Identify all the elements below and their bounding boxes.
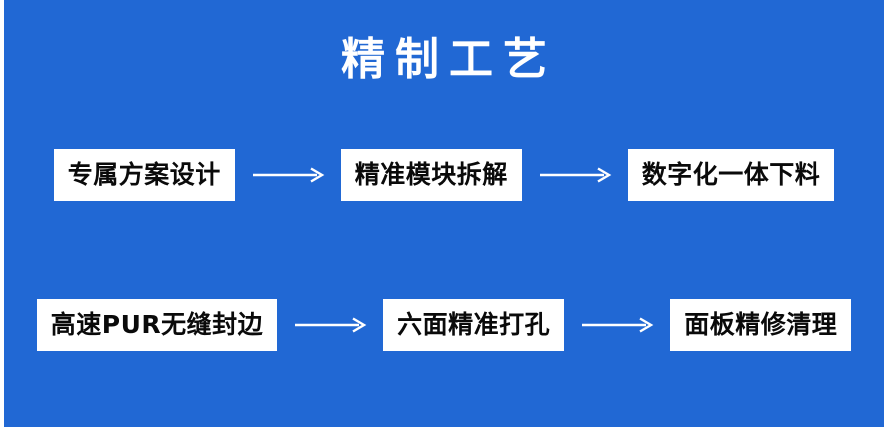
spacer	[654, 325, 670, 326]
spacer	[367, 325, 383, 326]
spacer	[564, 325, 580, 326]
process-step-box-1-1[interactable]: 专属方案设计	[53, 149, 235, 201]
process-step-label: 面板精修清理	[684, 310, 838, 339]
process-step-box-1-3[interactable]: 数字化一体下料	[627, 149, 835, 201]
process-step-label: 精准模块拆解	[354, 160, 508, 189]
arrow-right-icon	[295, 317, 367, 333]
process-row-1: 专属方案设计 精准模块拆解 数字化一体下料	[4, 149, 884, 201]
process-step-label: 专属方案设计	[67, 160, 221, 189]
arrow-right-icon	[539, 167, 612, 183]
arrow-right-icon	[582, 317, 654, 333]
process-step-label: 数字化一体下料	[641, 160, 821, 189]
spacer	[612, 175, 628, 176]
poster-canvas: 精制工艺 专属方案设计 精准模块拆解 数字化一体下料	[4, 0, 884, 427]
process-step-box-2-2[interactable]: 六面精准打孔	[383, 299, 565, 351]
process-step-box-1-2[interactable]: 精准模块拆解	[340, 149, 522, 201]
process-step-box-2-1[interactable]: 高速PUR无缝封边	[36, 299, 278, 351]
process-step-label: 六面精准打孔	[397, 310, 551, 339]
process-row-2: 高速PUR无缝封边 六面精准打孔 面板精修清理	[4, 299, 884, 351]
spacer	[235, 175, 251, 176]
page-title: 精制工艺	[341, 34, 557, 85]
spacer	[277, 325, 293, 326]
spacer	[325, 175, 341, 176]
process-step-label: 高速PUR无缝封边	[50, 310, 264, 339]
arrow-right-icon	[252, 167, 325, 183]
process-step-box-2-3[interactable]: 面板精修清理	[670, 299, 852, 351]
page-title-container: 精制工艺	[4, 34, 884, 86]
spacer	[522, 175, 538, 176]
